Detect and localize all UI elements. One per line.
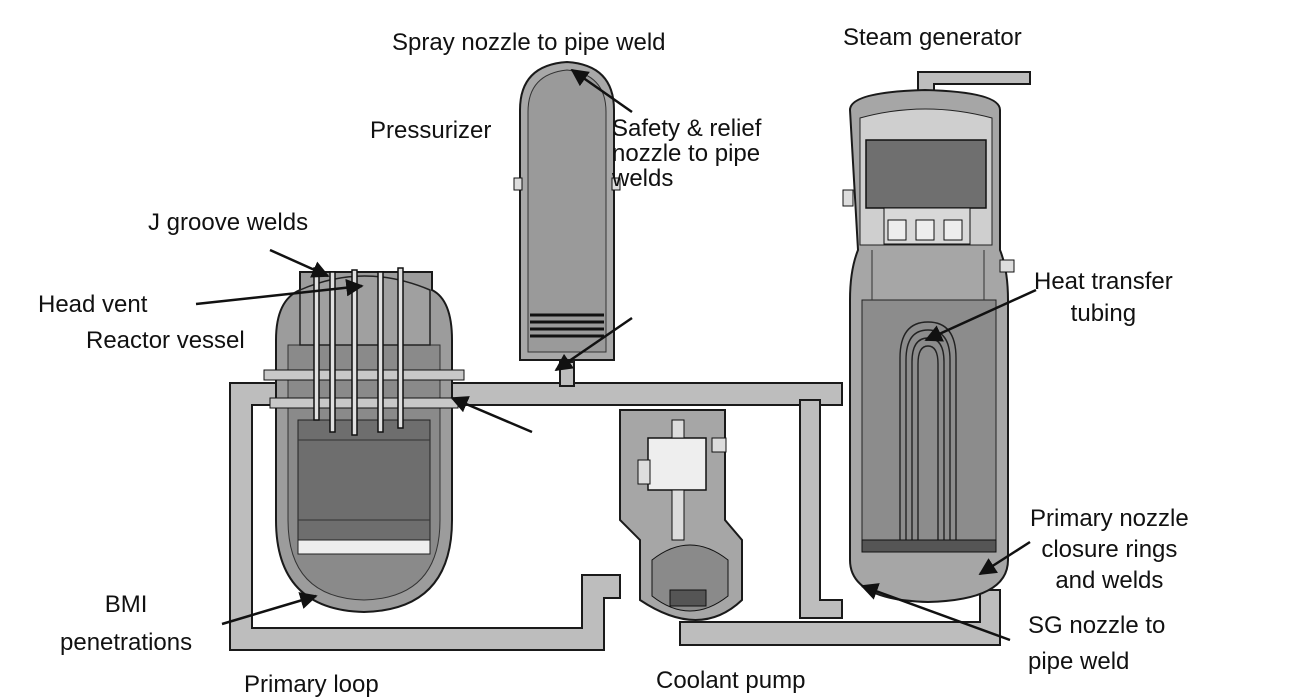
control-rod-drives	[313, 267, 404, 436]
label-head-vent: Head vent	[38, 291, 148, 318]
label-heat-transfer: Heat transfer tubing	[1034, 268, 1173, 327]
label-steam-generator: Steam generator	[843, 24, 1022, 51]
label-reactor-vessel: Reactor vessel	[86, 327, 245, 354]
arrow-reactor-nozzle	[450, 396, 533, 434]
label-pressurizer: Pressurizer	[370, 117, 492, 144]
arrow-sg-nozzle	[860, 583, 1011, 642]
label-primary-loop: Primary loop	[244, 671, 379, 698]
moisture-separators	[887, 219, 963, 241]
pressurizer-heaters	[530, 313, 604, 338]
label-sg-nozzle: SG nozzle to pipe weld	[1028, 612, 1166, 675]
reactor-vessel	[263, 267, 465, 614]
label-coolant-pump: Coolant pump	[656, 667, 806, 694]
arrow-surge-line	[554, 316, 633, 372]
label-primary-nozzle: Primary nozzle closure rings and welds	[1030, 505, 1189, 594]
annotation-arrows	[195, 68, 1037, 642]
label-safety-relief: Safety & relief nozzle to pipe welds	[612, 115, 762, 192]
label-bmi: BMI penetrations	[60, 591, 193, 656]
coolant-pump	[619, 409, 743, 621]
label-spray-nozzle: Spray nozzle to pipe weld	[392, 29, 666, 56]
arrow-primary-nozzle	[978, 540, 1031, 576]
arrow-j-groove	[269, 248, 330, 278]
arrow-heat-transfer	[924, 288, 1037, 342]
label-j-groove: J groove welds	[148, 209, 309, 236]
steam-generator	[842, 88, 1015, 604]
arrow-head-vent	[195, 278, 364, 306]
pressurizer-vessel	[513, 60, 621, 361]
arrow-spray-nozzle	[570, 68, 633, 114]
arrow-bmi	[221, 592, 318, 626]
